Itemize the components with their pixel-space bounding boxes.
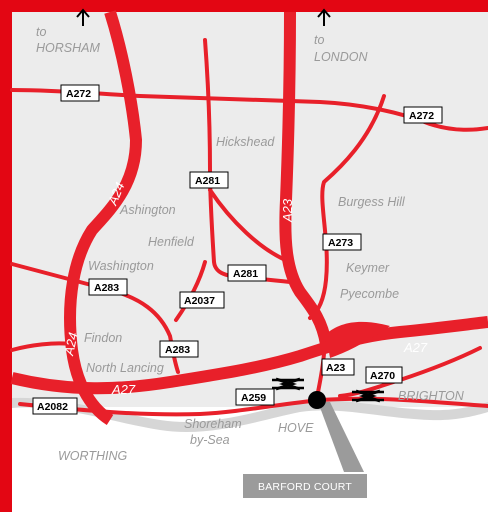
place-ashington: Ashington [119,203,176,217]
road-hickshead-link [208,188,292,264]
road-label-a273: A273 [328,237,353,249]
road-a27 [10,316,488,395]
arrow-up-icon [76,8,90,26]
map-frame-left [0,0,12,512]
place-worthing: WORTHING [58,449,127,463]
road-a27-bulge [326,321,390,358]
road-label-a281-mid: A281 [233,268,258,280]
road-name-a27-right: A27 [403,340,428,355]
callout-label: BARFORD COURT [258,481,352,493]
land-area [12,12,488,407]
railway-station-icon [352,389,384,403]
callout-box [243,474,367,498]
location-marker-icon [308,391,326,409]
railway-station-icon [272,377,304,391]
direction-prefix-london: to [314,33,324,47]
place-brighton: BRIGHTON [398,389,465,403]
arrow-up-icon [317,8,331,26]
road-name-a23: A23 [280,198,295,223]
place-burgess-hill: Burgess Hill [338,195,406,209]
road-label-a2082: A2082 [37,401,68,413]
callout-pointer [318,402,364,472]
road-label-a23: A23 [326,362,345,374]
place-findon: Findon [84,331,122,345]
place-pyecombe: Pyecombe [340,287,399,301]
place-shoreham-by-sea: by-Sea [190,433,230,447]
road-name-a24-lower: A24 [61,331,81,358]
road-name-a27-left: A27 [111,382,136,397]
place-north-lancing: North Lancing [86,361,164,375]
road-label-a2037: A2037 [184,295,215,307]
road-label-a283-left: A283 [94,282,119,294]
place-shoreham: Shoreham [184,417,242,431]
place-washington: Washington [88,259,154,273]
road-label-a270: A270 [370,370,395,382]
road-label-boxes: A272 A272 A281 A273 A281 A283 A2037 A283… [32,84,443,415]
road-label-a272-right: A272 [409,110,434,122]
coast-band [12,397,488,433]
road-a273 [308,94,386,320]
road-label-a281-top: A281 [195,175,220,187]
road-a23 [279,11,332,346]
road-a2037 [174,260,207,322]
coastline [12,405,488,512]
major-roads [10,10,488,426]
road-label-a272-left: A272 [66,88,91,100]
place-henfield: Henfield [148,235,195,249]
road-label-a259: A259 [241,392,266,404]
road-label-a283-bottom: A283 [165,344,190,356]
place-keymer: Keymer [346,261,390,275]
direction-place-london: LONDON [314,50,368,64]
direction-prefix-horsham: to [36,25,46,39]
road-a24 [64,10,142,426]
map-frame-top [0,0,488,12]
place-hickshead: Hickshead [216,135,275,149]
place-hove: HOVE [278,421,314,435]
direction-place-horsham: HORSHAM [36,41,100,55]
